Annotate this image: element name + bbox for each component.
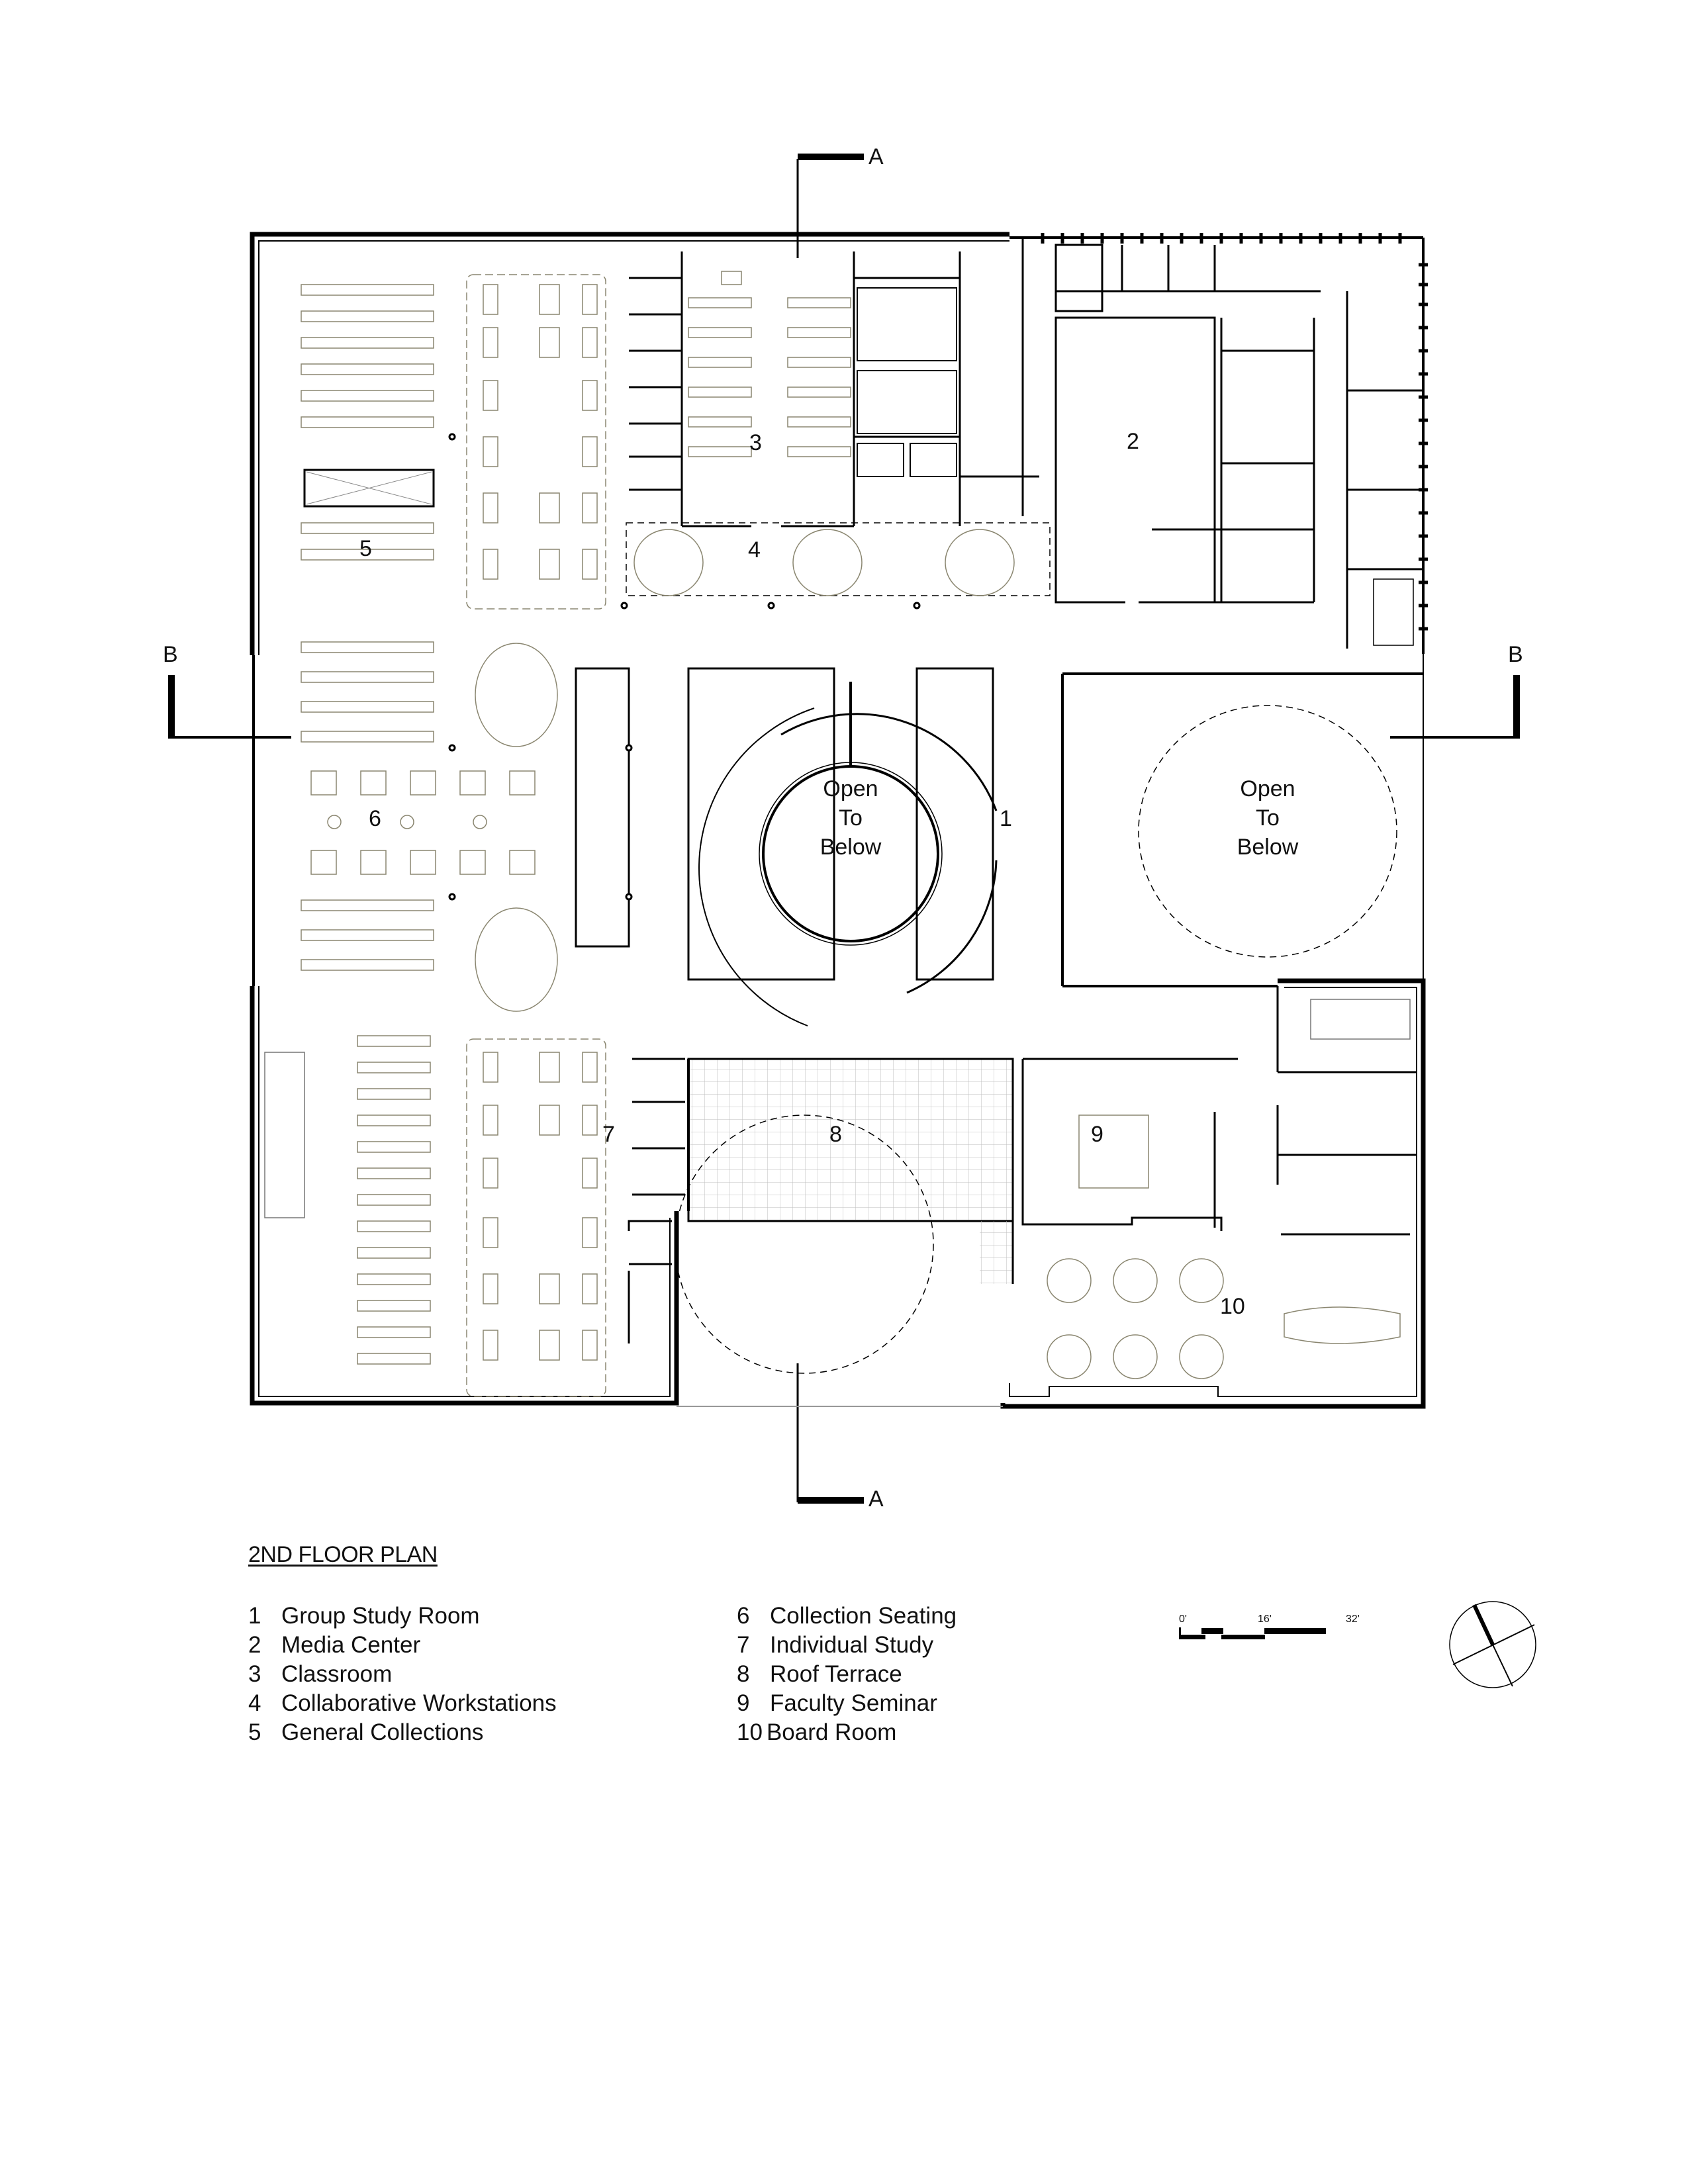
room-tag-4: 4 xyxy=(748,537,761,563)
otb-east-line2: To xyxy=(1256,805,1280,831)
faculty-seminar-walls xyxy=(1021,986,1417,1236)
open-to-below-east-label: Open To Below xyxy=(1221,774,1314,862)
otb-east-line3: Below xyxy=(1237,835,1299,860)
stairs xyxy=(264,999,1411,1218)
classroom-desks xyxy=(688,271,851,457)
exterior-walls xyxy=(250,232,1426,1409)
room-tag-9: 9 xyxy=(1091,1122,1103,1147)
section-label-a-bottom: A xyxy=(868,1486,884,1512)
scale-label-16: 16' xyxy=(1258,1614,1272,1625)
reading-tables xyxy=(466,274,606,1397)
room-tag-1: 1 xyxy=(1000,806,1012,831)
curtain-wall-mullions xyxy=(1041,233,1428,631)
room-tag-8: 8 xyxy=(829,1122,842,1147)
collection-seating-furniture xyxy=(310,643,558,1012)
north-arrow-icon xyxy=(1449,1601,1536,1688)
roof-terrace xyxy=(675,1058,1014,1374)
shaft xyxy=(303,469,435,508)
classroom-walls xyxy=(629,238,1039,527)
room-tag-6: 6 xyxy=(369,806,381,831)
central-rotunda xyxy=(687,667,998,1026)
section-marker-b-left xyxy=(168,675,291,739)
room-tag-7: 7 xyxy=(602,1122,615,1147)
section-label-b-right: B xyxy=(1508,642,1523,667)
open-to-below-east-outline xyxy=(1138,705,1397,958)
otb-center-line1: Open xyxy=(823,776,878,801)
board-room-furniture xyxy=(1047,1258,1401,1379)
otb-east-line1: Open xyxy=(1240,776,1295,801)
section-label-b-left: B xyxy=(163,642,178,667)
scale-label-0: 0' xyxy=(1179,1614,1187,1625)
room-tag-2: 2 xyxy=(1127,429,1139,454)
open-to-below-center-label: Open To Below xyxy=(804,774,897,862)
structural-columns xyxy=(448,433,921,901)
otb-center-line3: Below xyxy=(820,835,882,860)
otb-center-line2: To xyxy=(839,805,863,831)
room-tag-3: 3 xyxy=(749,430,762,455)
section-marker-a-bottom xyxy=(796,1363,864,1504)
scale-bar xyxy=(1179,1627,1326,1639)
section-marker-a-top xyxy=(796,154,864,258)
book-stacks-west xyxy=(301,284,434,1365)
section-marker-b-right xyxy=(1390,675,1520,739)
media-center-walls xyxy=(1055,244,1423,649)
section-label-a-top: A xyxy=(868,144,884,169)
scale-label-32: 32' xyxy=(1346,1614,1360,1625)
individual-study-walls xyxy=(628,1058,685,1343)
sheet-title: 2ND FLOOR PLAN xyxy=(248,1542,438,1567)
room-tag-5: 5 xyxy=(359,536,372,561)
collaborative-zone xyxy=(626,522,1051,596)
service-desk xyxy=(575,667,630,948)
restroom-fixtures xyxy=(857,287,957,477)
room-tag-10: 10 xyxy=(1220,1294,1245,1319)
